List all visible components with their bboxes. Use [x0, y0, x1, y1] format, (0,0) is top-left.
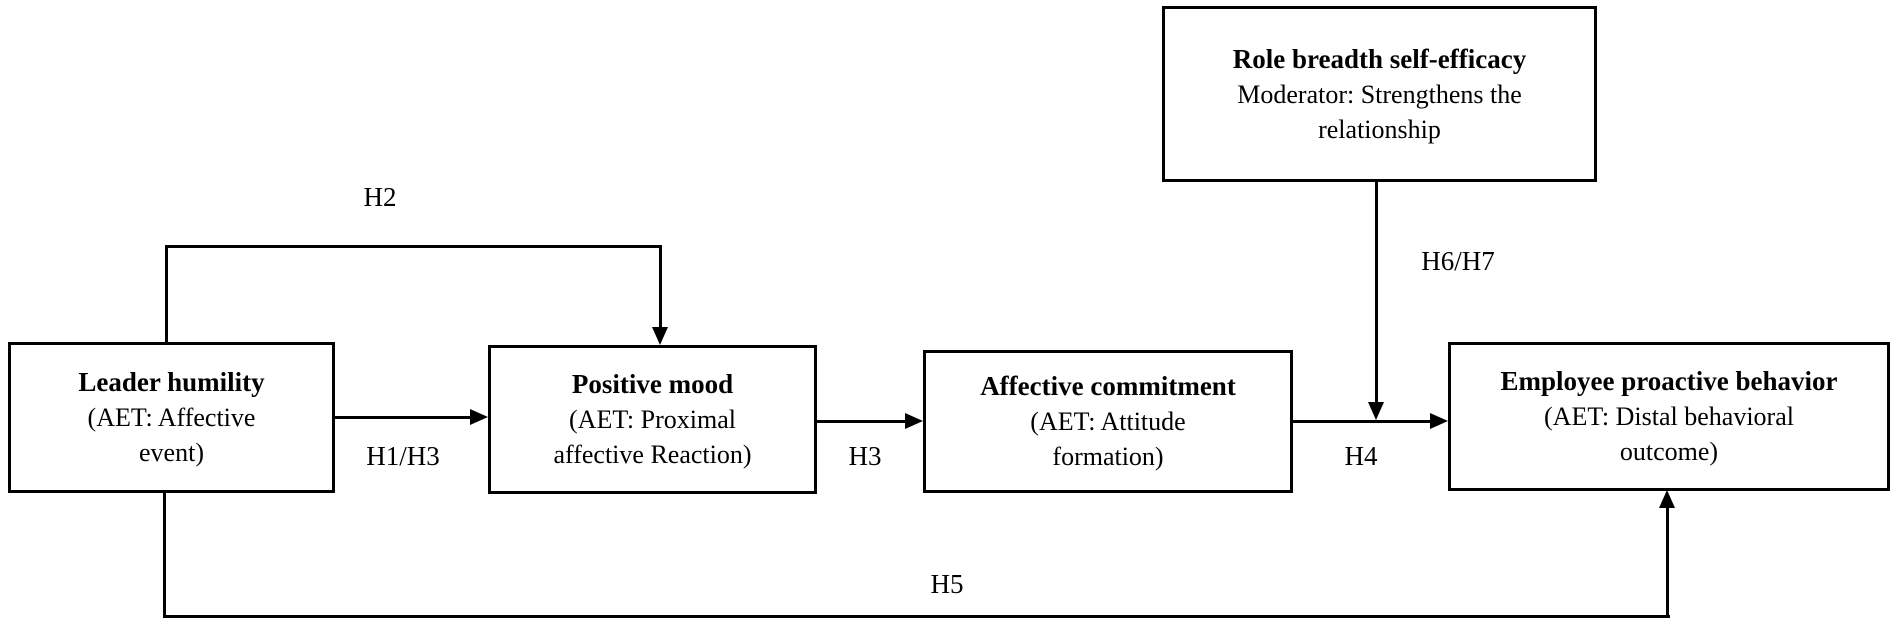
arrow-h5-head-icon [1659, 490, 1675, 508]
arrow-h1h3-head-icon [470, 409, 488, 425]
box-affective-commitment: Affective commitment (AET: Attitude form… [923, 350, 1293, 493]
box-employee-proactive-behavior-subtitle: (AET: Distal behavioral outcome) [1544, 402, 1794, 466]
box-employee-proactive-behavior-title: Employee proactive behavior [1500, 366, 1838, 396]
edge-label-h1h3: H1/H3 [366, 441, 440, 471]
arrow-h6h7-line [1375, 182, 1378, 402]
arrow-h5-left-segment [163, 493, 166, 618]
arrow-h4-line [1293, 420, 1430, 423]
arrow-h5-right-segment [1666, 506, 1669, 615]
box-affective-commitment-subtitle: (AET: Attitude formation) [1030, 407, 1186, 471]
box-leader-humility-subtitle: (AET: Affective event) [87, 403, 256, 467]
arrow-h6h7-head-icon [1368, 402, 1384, 420]
box-employee-proactive-behavior: Employee proactive behavior (AET: Distal… [1448, 342, 1890, 491]
arrow-h1h3-line [335, 416, 472, 419]
arrow-h2-right-segment [659, 245, 662, 329]
box-positive-mood: Positive mood (AET: Proximal affective R… [488, 345, 817, 494]
box-positive-mood-subtitle: (AET: Proximal affective Reaction) [553, 405, 752, 469]
edge-label-h3: H3 [848, 441, 882, 471]
arrow-h3-line [817, 420, 905, 423]
arrow-h5-bottom-segment [163, 615, 1670, 618]
edge-label-h5: H5 [930, 569, 964, 599]
box-affective-commitment-title: Affective commitment [980, 371, 1236, 401]
edge-label-h4: H4 [1344, 441, 1378, 471]
box-leader-humility: Leader humility (AET: Affective event) [8, 342, 335, 493]
arrow-h2-top-segment [165, 245, 662, 248]
box-positive-mood-title: Positive mood [571, 369, 734, 399]
box-leader-humility-title: Leader humility [78, 367, 265, 397]
arrow-h3-head-icon [905, 413, 923, 429]
box-role-breadth-self-efficacy-title: Role breadth self-efficacy [1232, 43, 1527, 74]
box-role-breadth-self-efficacy: Role breadth self-efficacy Moderator: St… [1162, 6, 1597, 182]
arrow-h2-head-icon [652, 327, 668, 345]
edge-label-h6h7: H6/H7 [1421, 246, 1495, 276]
box-role-breadth-self-efficacy-subtitle: Moderator: Strengthens the relationship [1237, 79, 1522, 144]
edge-label-h2: H2 [363, 182, 397, 212]
arrow-h4-head-icon [1430, 413, 1448, 429]
arrow-h2-left-segment [165, 247, 168, 342]
